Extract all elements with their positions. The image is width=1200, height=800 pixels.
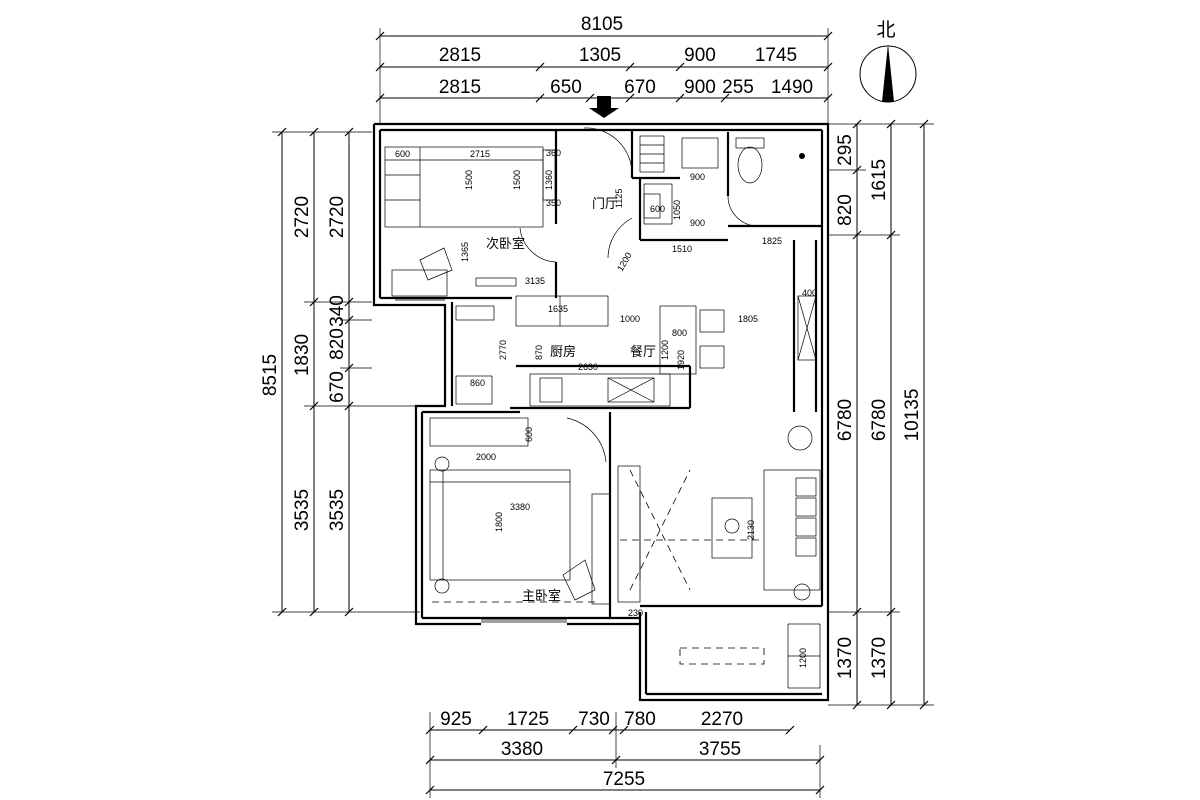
inner-dim: 1200 (615, 251, 634, 273)
inner-dim: 900 (690, 172, 705, 182)
left-dim-col3-1: 2720 (327, 196, 348, 238)
right-dim-col2-3: 1370 (869, 637, 890, 679)
left-dim-col2-3: 3535 (292, 489, 313, 531)
north-arrow: 北 (859, 19, 917, 103)
left-dim-col3-4: 670 (327, 371, 348, 403)
entrance-arrow-icon (589, 96, 619, 118)
bottom-dimensions: 925 1725 730 780 2270 3380 3755 7255 (425, 709, 825, 798)
inner-dim: 1360 (544, 170, 554, 190)
inner-dim: 860 (470, 378, 485, 388)
top-dim-row2-2: 1305 (579, 45, 621, 66)
room-label-entrance: 门厅 (592, 196, 618, 211)
inner-dim: 1805 (738, 314, 758, 324)
bottom-dim-row2-1: 3380 (501, 739, 543, 760)
left-dim-col2-2: 1830 (292, 334, 313, 376)
room-labels: 次卧室 门厅 厨房 餐厅 主卧室 (486, 196, 656, 603)
left-dim-total: 8515 (260, 354, 281, 396)
bottom-dim-row1-4: 780 (624, 709, 656, 730)
left-dimensions: 8515 2720 1830 3535 2720 340 820 670 353… (260, 127, 420, 617)
north-label: 北 (876, 19, 895, 41)
inner-dim: 1800 (494, 512, 504, 532)
inner-dim: 2630 (578, 362, 598, 372)
right-dim-col2-1: 1615 (869, 159, 890, 201)
top-dimensions: 8105 2815 1305 900 1745 2815 650 670 900… (375, 14, 833, 124)
bottom-dim-total: 7255 (603, 769, 645, 790)
top-dim-row3-6: 1490 (771, 77, 813, 98)
left-dim-col3-3: 820 (327, 328, 348, 360)
inner-dim: 1000 (620, 314, 640, 324)
top-dim-row2-4: 1745 (755, 45, 797, 66)
top-dim-total: 8105 (581, 14, 623, 35)
right-dim-col1-1: 295 (835, 134, 856, 166)
room-label-kitchen: 厨房 (550, 344, 576, 359)
top-dim-row3-2: 650 (550, 77, 582, 98)
left-dim-col3-2: 340 (327, 295, 348, 327)
top-dim-row3-1: 2815 (439, 77, 481, 98)
inner-dim: 1635 (548, 304, 568, 314)
inner-dim: 600 (650, 204, 665, 214)
top-dim-row2-3: 900 (684, 45, 716, 66)
inner-dim: 1125 (614, 189, 624, 208)
room-label-secondary-bedroom: 次卧室 (486, 236, 525, 251)
inner-dim: 600 (395, 149, 410, 159)
inner-dim: 350 (546, 198, 561, 208)
inner-dim: 800 (672, 328, 687, 338)
inner-dim: 1825 (762, 236, 782, 246)
inner-dim: 360 (546, 148, 561, 158)
right-dim-col1-3: 6780 (835, 399, 856, 441)
room-label-master-bedroom: 主卧室 (522, 588, 561, 603)
inner-dim: 2000 (476, 452, 496, 462)
inner-dim: 1920 (676, 350, 686, 370)
inner-dim: 1200 (660, 340, 670, 360)
north-pointer-icon (882, 44, 894, 102)
bottom-dim-row1-5: 2270 (701, 709, 743, 730)
room-label-dining: 餐厅 (630, 344, 656, 359)
top-dim-row3-3: 670 (624, 77, 656, 98)
inner-dim: 1050 (672, 200, 682, 220)
bottom-dim-row2-2: 3755 (699, 739, 741, 760)
inner-dim: 1510 (672, 244, 692, 254)
right-dim-col2-2: 6780 (869, 399, 890, 441)
inner-dim: 230 (628, 608, 643, 618)
walls (372, 122, 830, 702)
right-dim-col1-2: 820 (835, 194, 856, 226)
top-dim-row2-1: 2815 (439, 45, 481, 66)
inner-dim: 400 (802, 288, 817, 298)
left-dim-col2-1: 2720 (292, 196, 313, 238)
inner-dim: 3135 (525, 276, 545, 286)
top-dim-row3-4: 900 (684, 77, 716, 98)
inner-dim: 1365 (460, 242, 470, 262)
inner-dim: 1500 (512, 170, 522, 190)
right-dim-total: 10135 (902, 389, 923, 442)
inner-dim: 870 (534, 345, 544, 360)
inner-dim: 2130 (746, 520, 756, 540)
inner-dim: 2715 (470, 149, 490, 159)
bottom-dim-row1-2: 1725 (507, 709, 549, 730)
inner-dim: 1200 (798, 648, 808, 668)
bottom-dim-row1-3: 730 (578, 709, 610, 730)
inner-dim: 900 (690, 218, 705, 228)
bottom-dim-row1-1: 925 (440, 709, 472, 730)
left-dim-col3-5: 3535 (327, 489, 348, 531)
inner-dimensions: 600 2715 1500 1500 360 1360 350 1125 136… (395, 148, 817, 668)
inner-dim: 1500 (464, 170, 474, 190)
inner-dim: 3380 (510, 502, 530, 512)
inner-dim: 600 (524, 427, 534, 442)
fixtures (384, 96, 821, 689)
inner-dim: 2770 (498, 340, 508, 360)
right-dimensions: 295 820 6780 1370 1615 6780 1370 10135 (828, 119, 934, 710)
right-dim-col1-4: 1370 (835, 637, 856, 679)
top-dim-row3-5: 255 (722, 77, 754, 98)
